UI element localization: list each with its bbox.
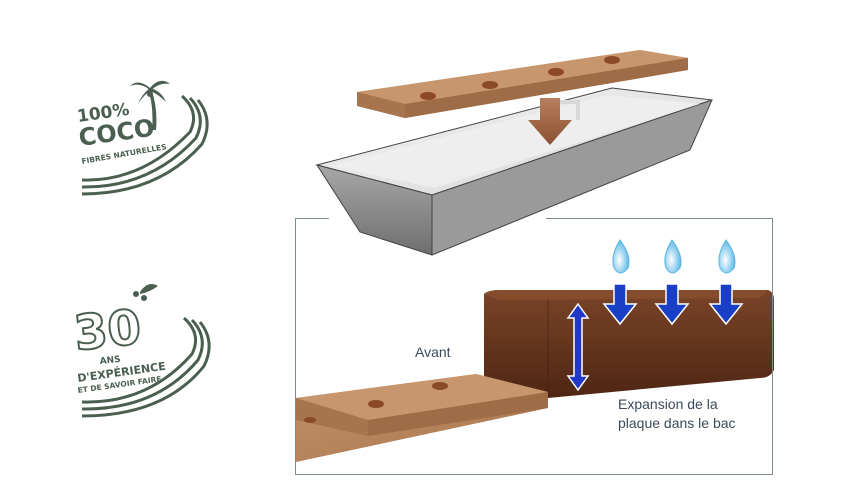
badge-30-number: 30	[72, 299, 144, 362]
water-drop-icon	[718, 239, 736, 274]
palm-tree-icon	[130, 80, 170, 130]
detail-frame-top-left	[295, 218, 329, 219]
water-drop-icon	[664, 239, 682, 274]
swoosh-lines	[81, 316, 211, 418]
down-arrow-icon	[602, 283, 638, 326]
water-drop-icon	[612, 239, 630, 274]
down-arrow-icon	[708, 283, 744, 326]
badge-30-ans: 30 ANS D'EXPÉRIENCE ET DE SAVOIR FAIRE	[72, 278, 212, 428]
coco-plate-dry-top	[357, 50, 688, 118]
badge-30-ans: ANS	[99, 355, 121, 367]
expansion-arrow-icon	[566, 302, 590, 392]
swoosh-lines	[81, 94, 209, 196]
leaf-icon	[133, 284, 158, 301]
grow-tray	[315, 87, 713, 256]
coco-plate-dry-bottom	[296, 374, 548, 462]
insert-arrow-icon	[528, 98, 580, 145]
badge-100-coco: 100% COCO FIBRES NATURELLES	[72, 72, 212, 202]
label-expansion: Expansion de la plaque dans le bac	[618, 395, 778, 433]
label-expansion-line-2: plaque dans le bac	[618, 415, 736, 431]
down-arrow-icon	[654, 283, 690, 326]
detail-frame	[295, 218, 773, 475]
label-expansion-line-1: Expansion de la	[618, 396, 718, 412]
label-before: Avant	[415, 344, 451, 360]
detail-frame-top-right	[546, 218, 773, 219]
